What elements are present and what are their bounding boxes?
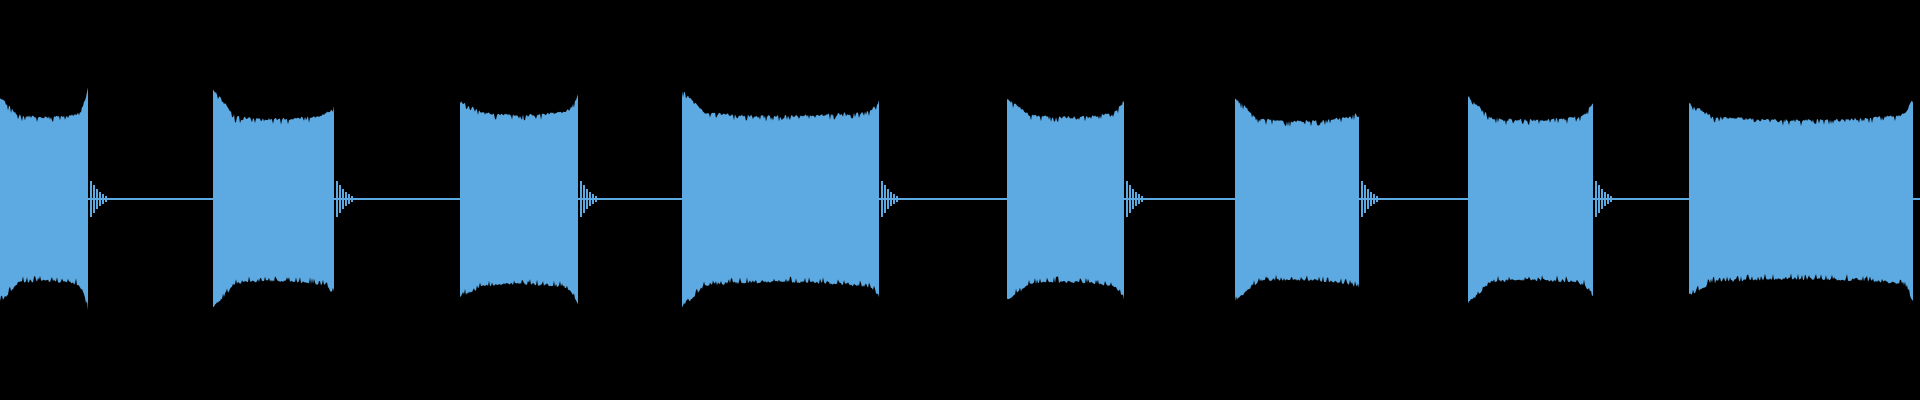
tone-burst-segment-4 [682, 91, 879, 308]
tone-burst-segment-5 [1007, 99, 1124, 300]
echo-tail-5 [1126, 181, 1143, 217]
echo-tail-3 [580, 181, 597, 217]
waveform-baseline [0, 198, 1920, 200]
tone-burst-segment-6 [1235, 98, 1359, 302]
tone-burst-segment-1 [0, 87, 88, 311]
echo-tail-7 [1595, 181, 1612, 217]
tone-burst-segment-8 [1689, 100, 1913, 301]
waveform-echo-tails [90, 181, 1612, 217]
baseline-line [0, 198, 1920, 200]
echo-tail-6 [1361, 181, 1378, 217]
echo-tail-2 [336, 181, 353, 217]
tone-burst-segment-3 [460, 94, 578, 305]
echo-tail-4 [881, 181, 898, 217]
waveform-segments [0, 87, 1913, 311]
tone-burst-segment-2 [213, 89, 334, 307]
tone-burst-segment-7 [1468, 96, 1593, 304]
echo-tail-1 [90, 181, 107, 217]
